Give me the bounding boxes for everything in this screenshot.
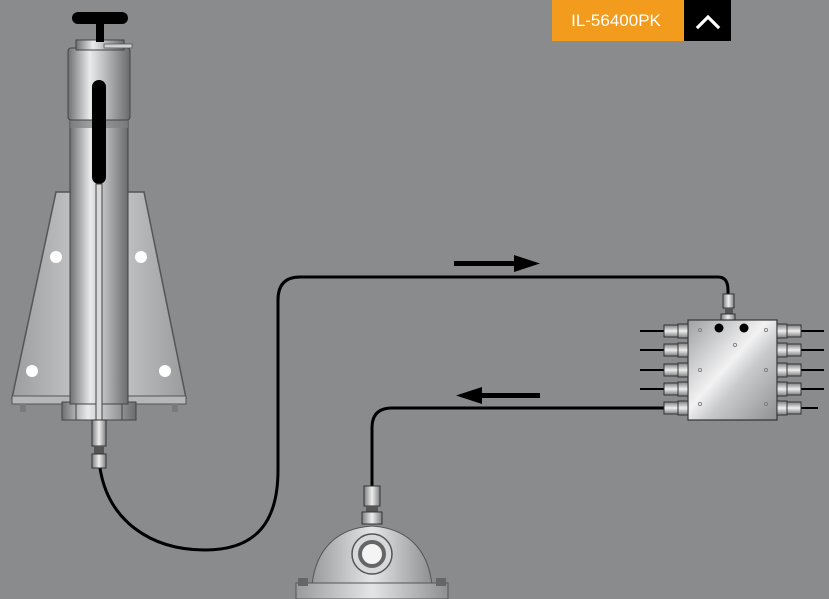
flow-arrow-right [454, 255, 540, 272]
bearing-housing [295, 485, 449, 599]
divider-left-outlets [640, 323, 689, 416]
mount-hole [159, 365, 171, 377]
pump-handle [72, 12, 128, 24]
flow-arrow-left [456, 387, 540, 404]
return-line [370, 406, 664, 486]
collapse-toggle-button[interactable] [684, 0, 731, 41]
mount-hole [135, 251, 147, 263]
mount-hole [50, 251, 62, 263]
divider-right-outlets [776, 323, 824, 416]
divider-valve-block [640, 293, 824, 421]
mount-hole [26, 365, 38, 377]
pump-sight-slot [92, 80, 106, 184]
part-number-tag: IL-56400PK [552, 0, 684, 41]
chevron-up-icon [695, 14, 720, 29]
supply-line [98, 275, 730, 552]
hand-pump [11, 12, 187, 469]
